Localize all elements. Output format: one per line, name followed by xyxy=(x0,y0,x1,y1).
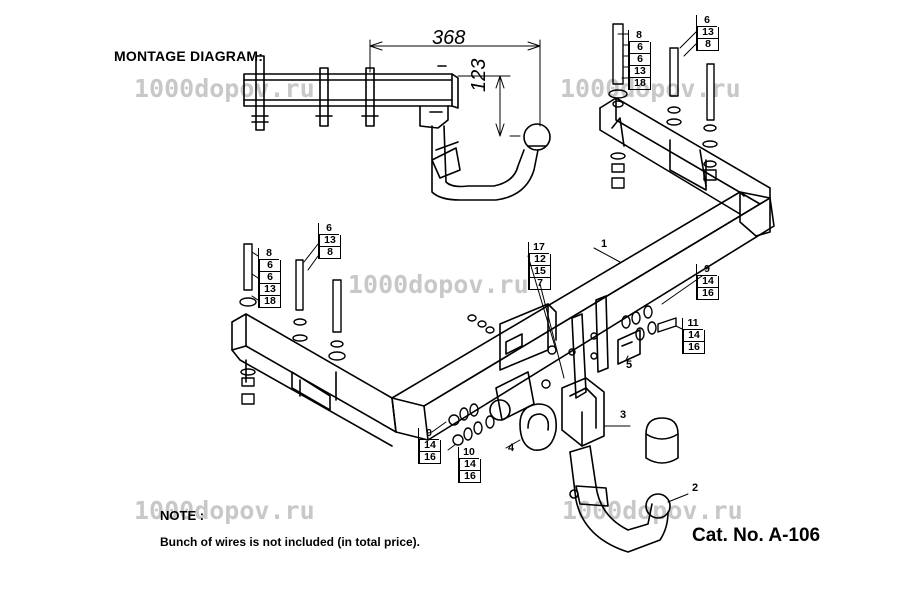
note-heading: NOTE : xyxy=(160,508,205,523)
part-number: 14 xyxy=(697,276,719,288)
part-number: 13 xyxy=(697,27,719,39)
parts-stack-right-b: 11 14 16 xyxy=(682,318,705,354)
part-number: 16 xyxy=(683,342,705,354)
parts-stack-center: 17 12 15 7 xyxy=(528,242,551,290)
part-number: 13 xyxy=(319,235,341,247)
watermark: 1000dopov.ru xyxy=(348,270,529,299)
part-number: 17 xyxy=(529,242,549,254)
part-number: 6 xyxy=(629,54,651,66)
part-number: 7 xyxy=(529,278,551,290)
side-view xyxy=(243,39,551,201)
main-frame xyxy=(231,97,775,553)
part-number: 6 xyxy=(259,272,281,284)
watermark: 1000dopov.ru xyxy=(134,74,315,103)
part-number: 16 xyxy=(697,288,719,300)
part-number: 14 xyxy=(459,459,481,471)
parts-stack-bottom-b: 10 14 16 xyxy=(458,447,481,483)
part-number: 11 xyxy=(683,318,703,330)
parts-stack-top-right: 6 13 8 xyxy=(696,15,719,51)
parts-stack-top-left: 8 6 6 13 18 xyxy=(628,30,651,90)
parts-stack-right-a: 9 14 16 xyxy=(696,264,719,300)
part-number: 6 xyxy=(629,42,651,54)
part-number: 14 xyxy=(683,330,705,342)
part-number: 16 xyxy=(459,471,481,483)
parts-stack-left-a: 8 6 6 13 18 xyxy=(258,248,281,308)
part-number: 6 xyxy=(319,223,339,235)
note-text: Bunch of wires is not included (in total… xyxy=(160,535,421,549)
part-number: 16 xyxy=(419,452,441,464)
part-number: 8 xyxy=(319,247,341,259)
callout-part-1: 1 xyxy=(601,238,608,250)
callout-part-3: 3 xyxy=(620,409,627,421)
dimension-368: 368 xyxy=(432,27,466,49)
part-number: 13 xyxy=(259,284,281,296)
part-number: 13 xyxy=(629,66,651,78)
part-number: 9 xyxy=(419,428,439,440)
leader-lines xyxy=(251,31,703,503)
parts-stack-left-b: 6 13 8 xyxy=(318,223,341,259)
part-number: 9 xyxy=(697,264,717,276)
callout-part-4: 4 xyxy=(508,442,515,454)
parts-stack-bottom-a: 9 14 16 xyxy=(418,428,441,464)
part-number: 10 xyxy=(459,447,479,459)
part-number: 18 xyxy=(629,78,651,90)
callout-part-2: 2 xyxy=(692,482,699,494)
part-number: 8 xyxy=(697,39,719,51)
part-number: 14 xyxy=(419,440,441,452)
part-number: 8 xyxy=(629,30,649,42)
dimension-123: 123 xyxy=(468,58,490,92)
part-number: 12 xyxy=(529,254,551,266)
part-number: 8 xyxy=(259,248,279,260)
part-number: 15 xyxy=(529,266,551,278)
watermark: 1000dopov.ru xyxy=(562,496,743,525)
diagram-title: MONTAGE DIAGRAM: xyxy=(114,48,264,64)
watermark: 1000dopov.ru xyxy=(134,496,315,525)
part-number: 6 xyxy=(697,15,717,27)
part-number: 6 xyxy=(259,260,281,272)
callout-part-5: 5 xyxy=(626,359,633,371)
part-number: 18 xyxy=(259,296,281,308)
catalog-number: Cat. No. A-106 xyxy=(692,525,821,546)
